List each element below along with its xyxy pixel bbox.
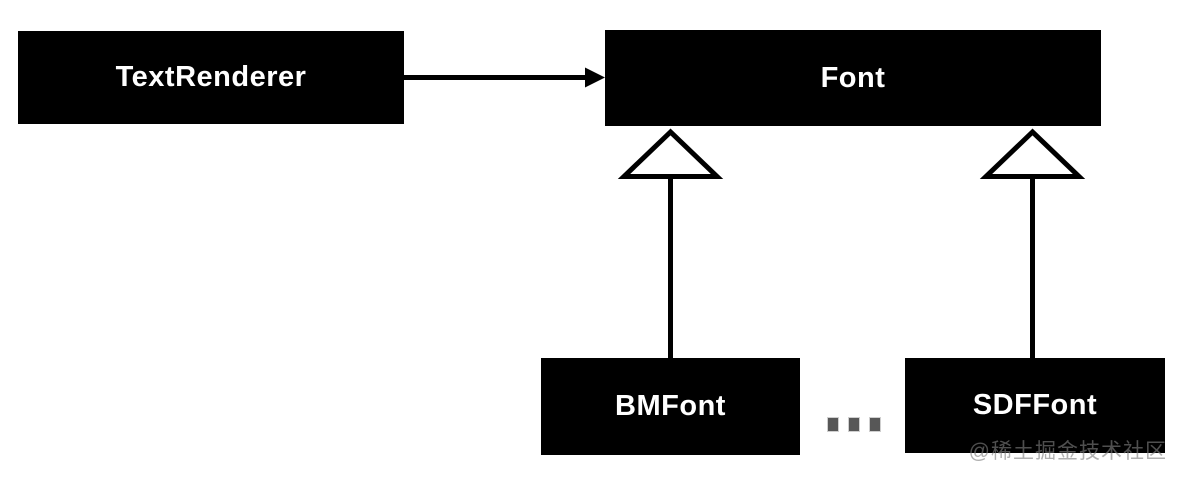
node-textrenderer: TextRenderer: [18, 31, 404, 124]
ellipsis-dot: [870, 418, 880, 431]
node-sdffont-label: SDFFont: [972, 389, 1098, 421]
node-bmfont: BMFont: [541, 358, 800, 455]
ellipsis-dot: [849, 418, 859, 431]
node-font: Font: [605, 30, 1101, 126]
inheritance-arrow-sdffont: [979, 128, 1086, 360]
inheritance-arrow-bmfont: [617, 128, 724, 360]
node-textrenderer-label: TextRenderer: [115, 61, 307, 93]
ellipsis-dot: [828, 418, 838, 431]
watermark: @稀土掘金技术社区: [968, 440, 1167, 463]
node-font-label: Font: [820, 61, 886, 94]
node-bmfont-label: BMFont: [615, 390, 726, 422]
ellipsis-dots-icon: [828, 418, 880, 431]
association-arrow: [404, 67, 605, 88]
node-sdffont: SDFFont: [905, 358, 1165, 453]
